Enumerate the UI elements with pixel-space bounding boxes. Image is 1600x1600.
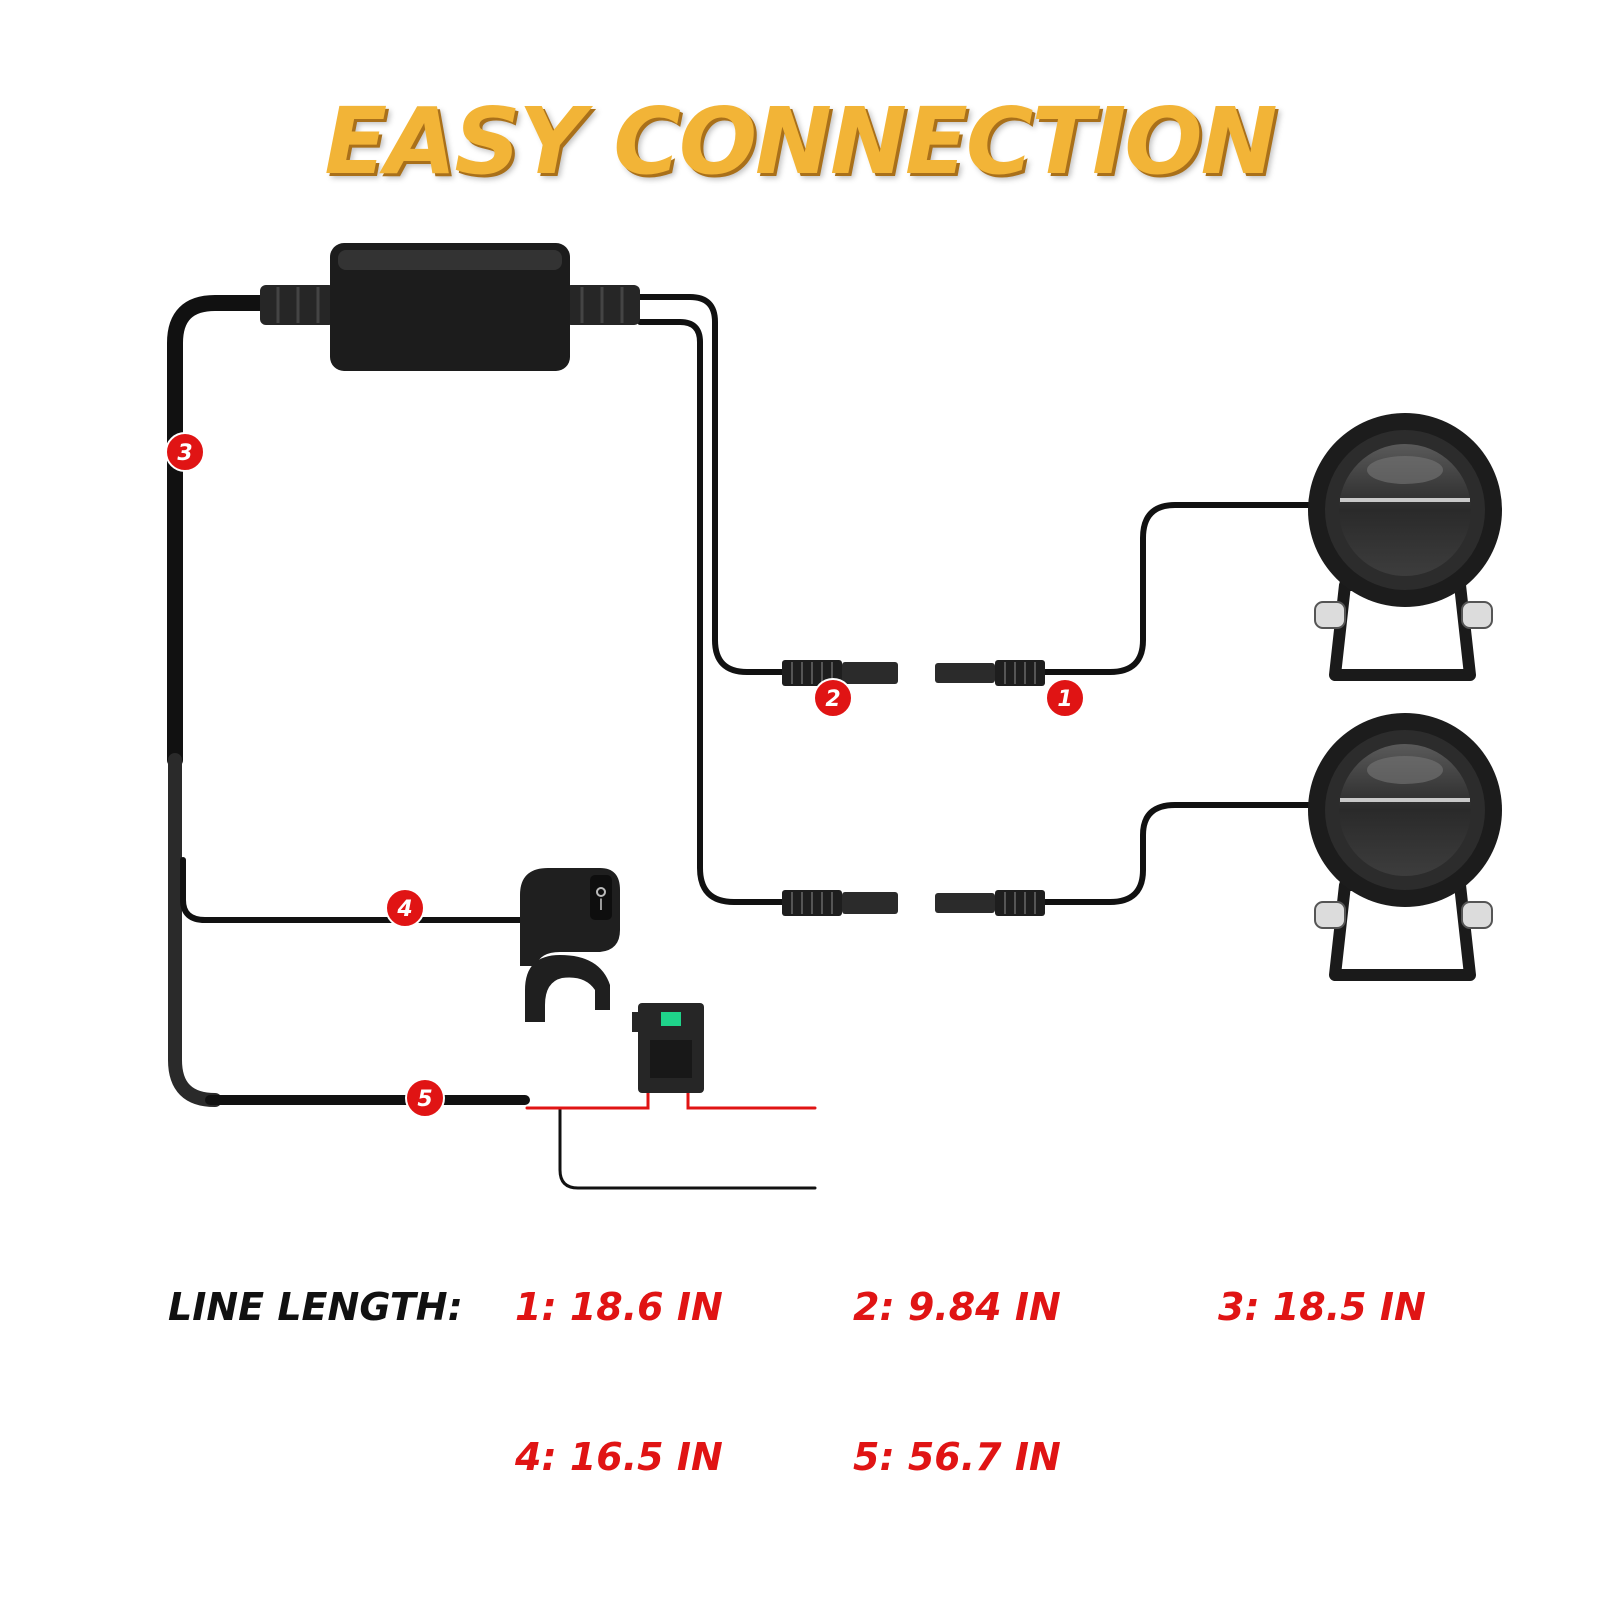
connector-male-lower bbox=[935, 890, 1045, 916]
spotlight-lower bbox=[1308, 713, 1502, 981]
connector-icon bbox=[782, 660, 1045, 916]
rocker-switch-icon: I bbox=[520, 868, 620, 1022]
badge-3: 3 bbox=[165, 432, 205, 472]
wire-2-upper bbox=[637, 294, 788, 675]
badge-4: 4 bbox=[385, 888, 425, 928]
badge-5: 5 bbox=[405, 1078, 445, 1118]
badge-2: 2 bbox=[813, 678, 853, 718]
line-length-3: 3: 18.5 IN bbox=[1218, 1285, 1426, 1329]
ground-wire bbox=[558, 1106, 817, 1190]
connector-male-upper bbox=[935, 660, 1045, 686]
line-length-4: 4: 16.5 IN bbox=[515, 1435, 723, 1479]
wire-4 bbox=[180, 857, 528, 923]
line-length-5: 5: 56.7 IN bbox=[853, 1435, 1061, 1479]
spotlight-upper bbox=[1308, 413, 1502, 681]
fuse-holder-icon bbox=[632, 1003, 704, 1093]
badge-1: 1 bbox=[1045, 678, 1085, 718]
page-title: EASY CONNECTION bbox=[324, 88, 1277, 195]
wire-1-upper bbox=[1042, 502, 1313, 675]
svg-text:5: 5 bbox=[417, 1087, 432, 1112]
wire-trunk-lower bbox=[168, 753, 222, 1107]
svg-text:I: I bbox=[599, 895, 604, 914]
line-length-1: 1: 18.6 IN bbox=[515, 1285, 723, 1329]
svg-text:3: 3 bbox=[177, 441, 192, 466]
spotlight-icon bbox=[1308, 413, 1502, 981]
line-length-2: 2: 9.84 IN bbox=[853, 1285, 1061, 1329]
wire-3 bbox=[167, 295, 273, 768]
wires bbox=[167, 294, 1313, 1190]
svg-text:2: 2 bbox=[825, 687, 840, 712]
controller-box-icon bbox=[260, 243, 640, 371]
power-wire-b bbox=[686, 1088, 817, 1110]
svg-text:4: 4 bbox=[396, 897, 412, 922]
line-length-label: LINE LENGTH: bbox=[168, 1285, 463, 1329]
connector-female-lower bbox=[782, 890, 898, 916]
wire-1-lower bbox=[1042, 802, 1313, 905]
power-wire-a bbox=[525, 1088, 650, 1110]
power-wires bbox=[525, 1088, 817, 1110]
svg-text:1: 1 bbox=[1057, 687, 1072, 712]
wire-2-lower bbox=[637, 319, 788, 905]
